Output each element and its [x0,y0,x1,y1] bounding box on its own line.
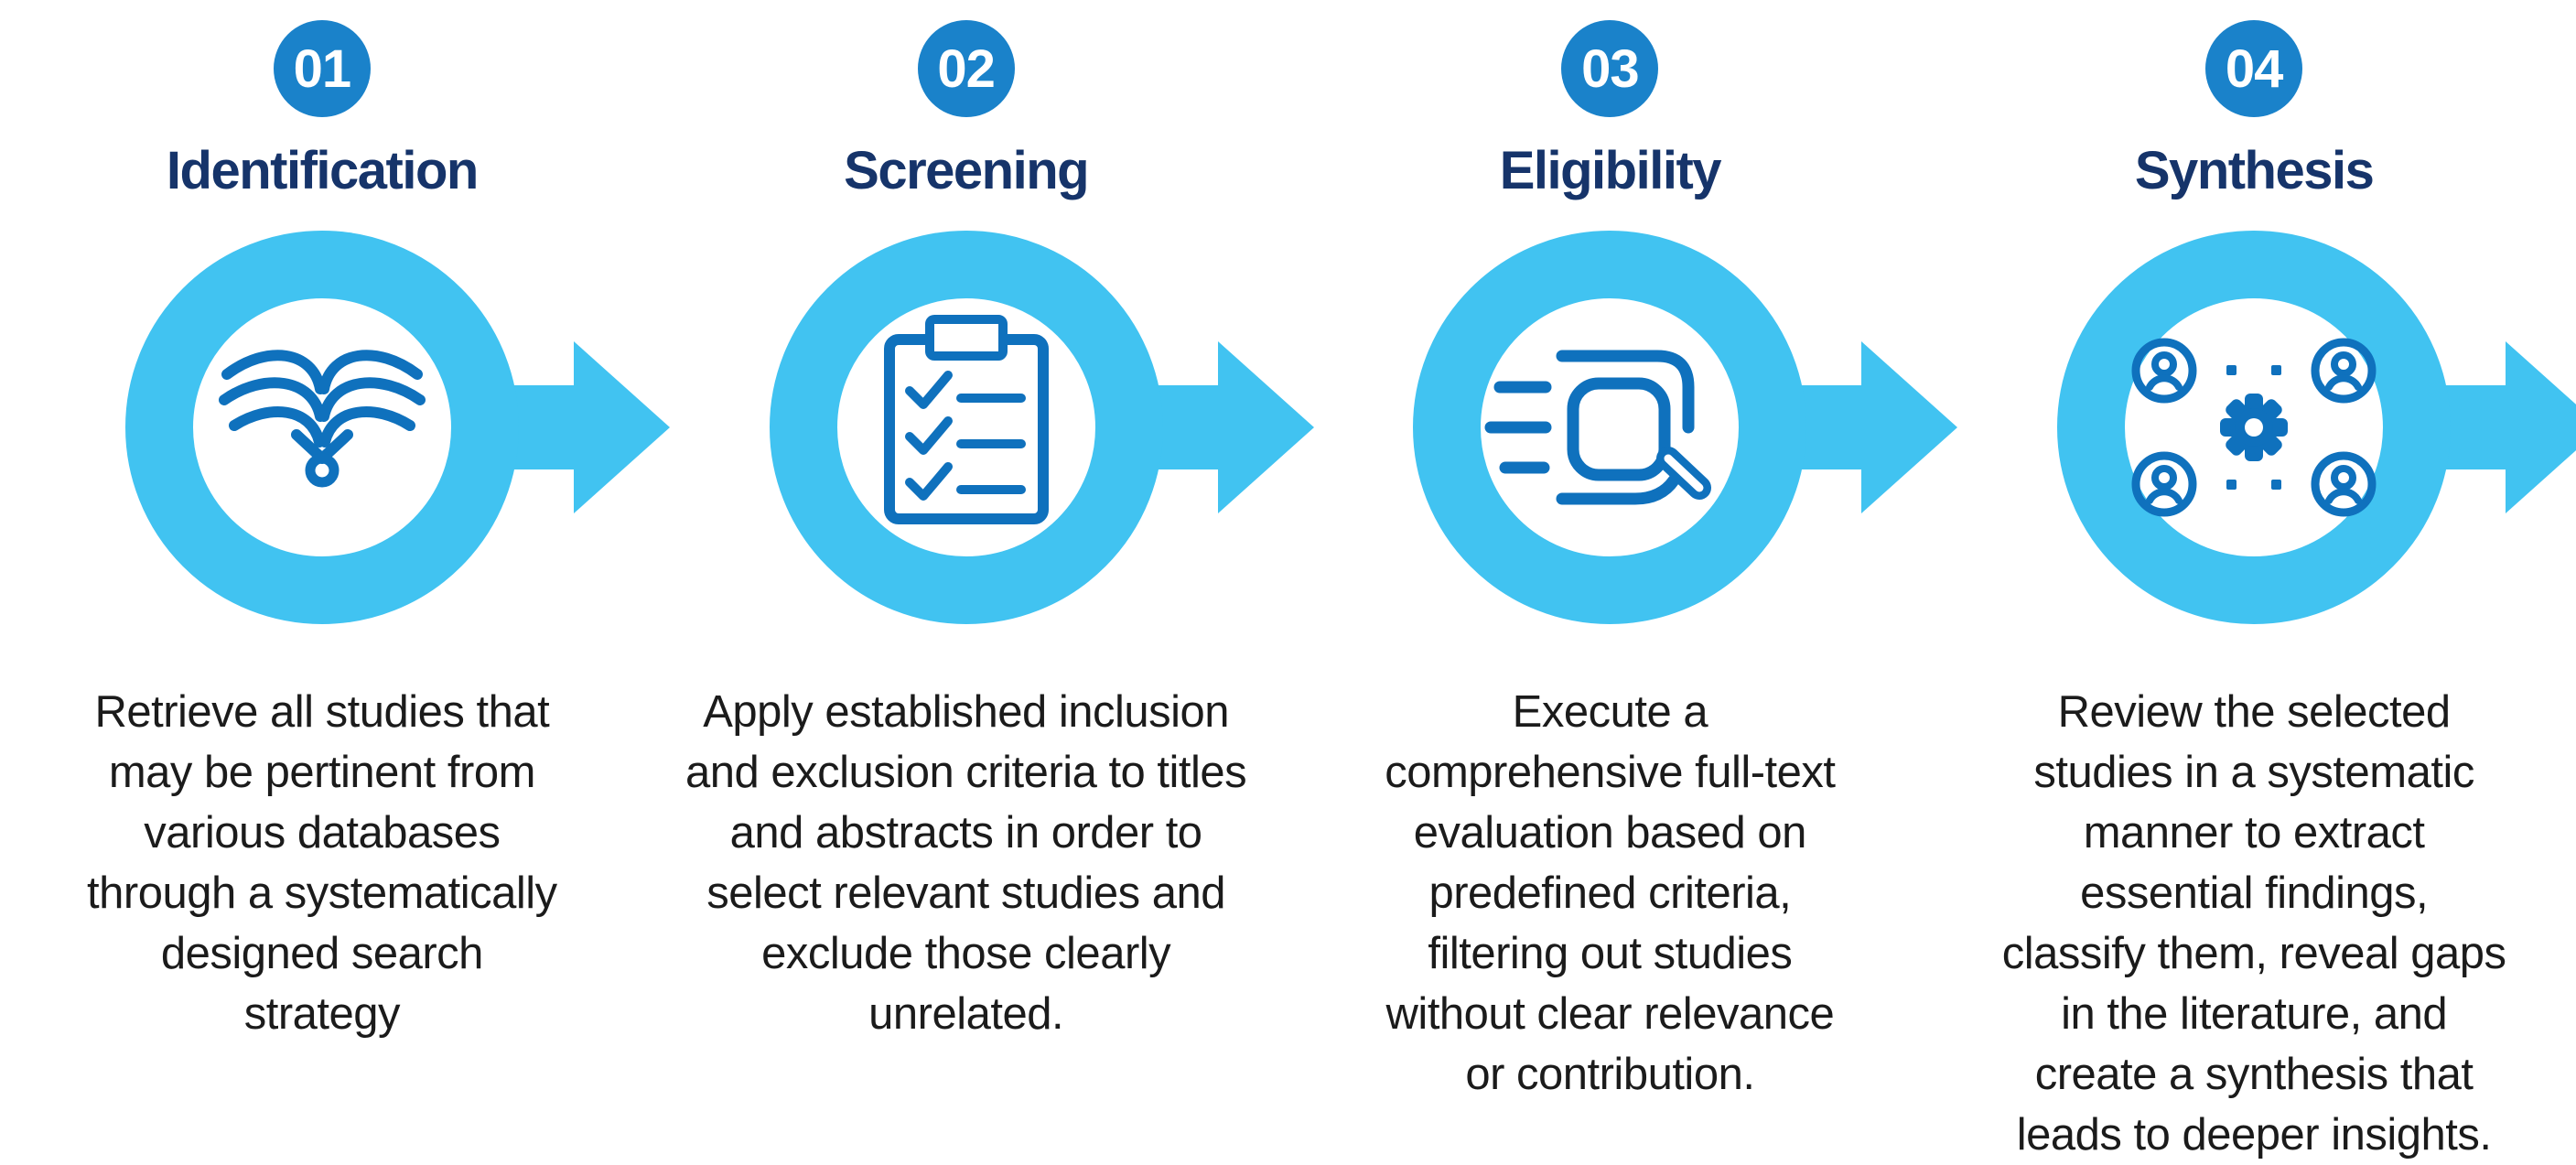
step-title: Identification [166,141,479,200]
people-network-gear-icon [2131,338,2377,517]
person-circle-icon [2131,451,2197,517]
step-number: 02 [937,38,996,99]
step-title: Synthesis [2134,141,2375,200]
step-number: 01 [293,38,352,99]
step-title: Eligibility [1499,141,1722,200]
step-graphic [1932,217,2576,638]
person-circle-icon [2311,338,2377,404]
step-eligibility: 03 Eligibility [1288,0,1958,1165]
step-description: Execute a comprehensive full-text evalua… [1385,687,1836,1099]
ring-circle [2057,231,2452,624]
gear-icon [2220,394,2289,461]
flow-ring-graphic [124,231,670,624]
step-description: Apply established inclusion and exclusio… [685,687,1247,1039]
ring-circle [769,231,1163,624]
step-title: Screening [844,141,1089,200]
step-graphic [1288,217,1958,638]
step-number: 04 [2225,38,2284,99]
ring-circle [124,231,519,624]
person-circle-icon [2311,451,2377,517]
step-synthesis: 04 Synthesis [1932,0,2576,1165]
step-number-badge: 03 [1561,20,1659,117]
step-number-badge: 01 [273,20,371,117]
step-screening: 02 Screening [644,0,1314,1165]
step-description: Review the selected studies in a systema… [2001,687,2506,1160]
open-book-icon [218,350,426,488]
step-graphic [0,217,670,638]
step-identification: 01 Identification [0,0,670,1165]
flow-ring-graphic [2057,231,2576,624]
step-graphic [644,217,1314,638]
step-number-badge: 02 [917,20,1015,117]
person-circle-icon [2131,338,2197,404]
flow-ring-graphic [1413,231,1958,624]
checklist-clipboard-icon [883,315,1049,524]
step-number-badge: 04 [2205,20,2303,117]
arrow-right-icon [2430,341,2576,513]
step-description: Retrieve all studies that may be pertine… [87,687,557,1039]
dotted-connectors [2226,365,2282,490]
search-magnifier-icon [1484,350,1712,505]
ring-circle [1413,231,1807,624]
flow-ring-graphic [769,231,1314,624]
step-number: 03 [1581,38,1640,99]
